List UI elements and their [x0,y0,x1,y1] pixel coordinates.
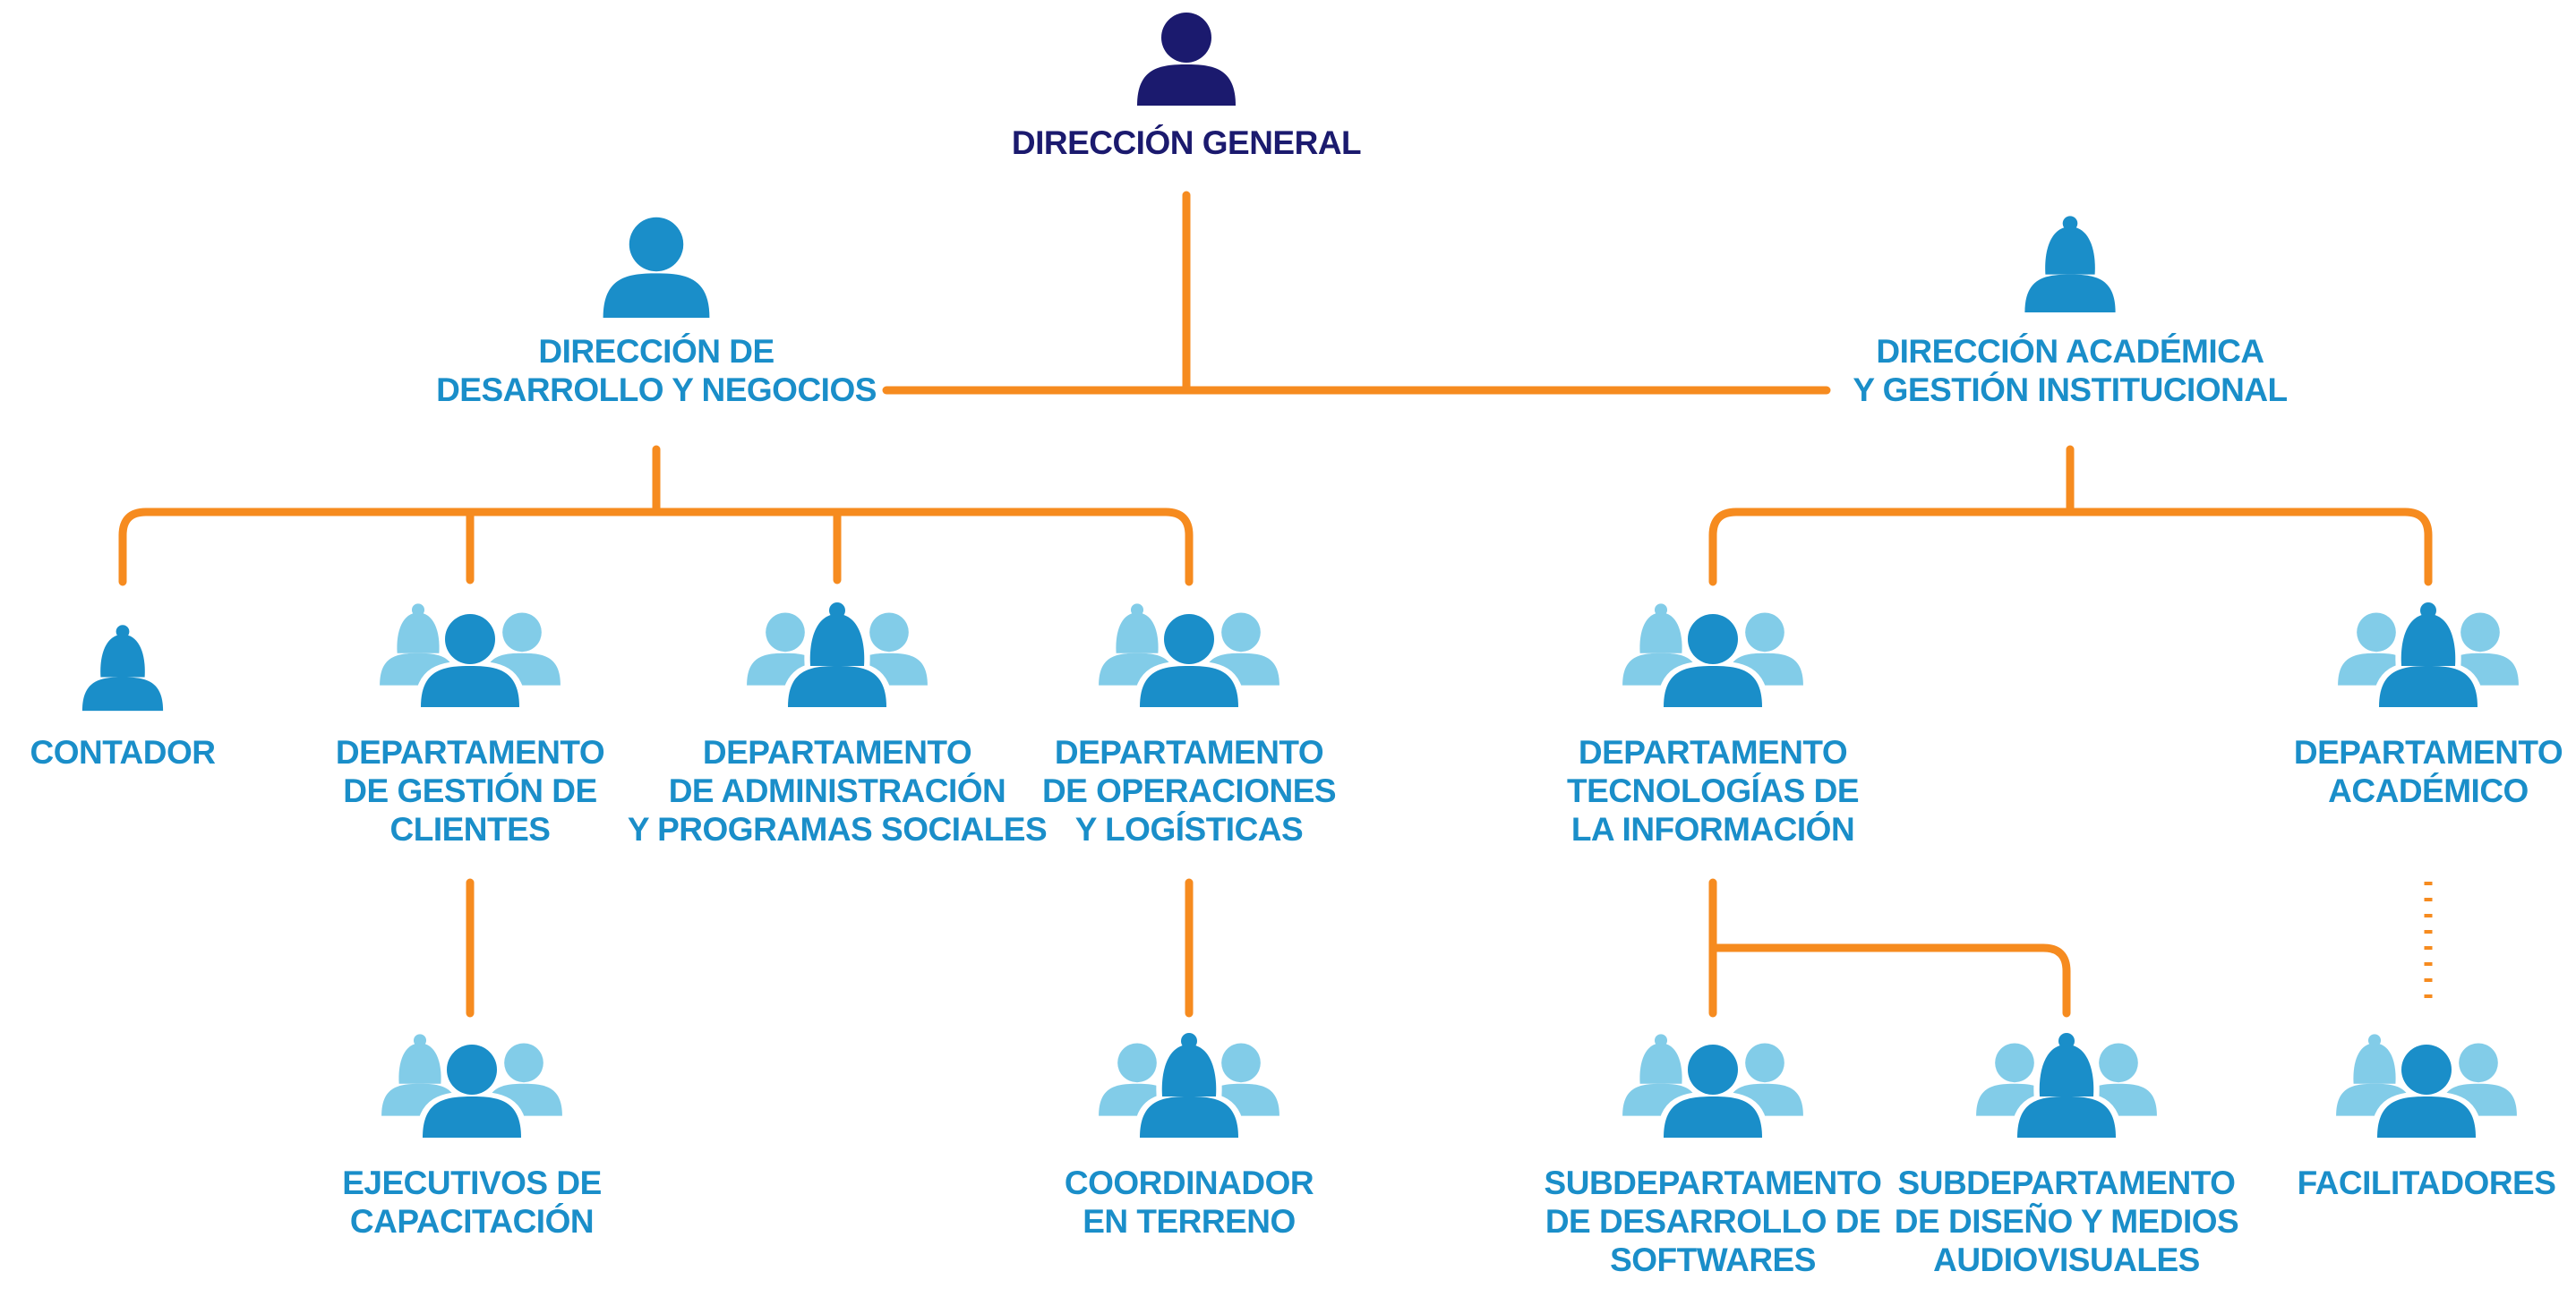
node-label-line: DE ADMINISTRACIÓN [669,772,1006,809]
node-label: FACILITADORES [2298,1165,2556,1201]
node-label: CONTADOR [30,734,215,771]
node-label-line: LA INFORMACIÓN [1571,810,1854,848]
node-label-line: Y PROGRAMAS SOCIALES [628,811,1047,848]
group-icon [2336,1034,2517,1139]
group-woman-icon [2338,600,2519,709]
node-label-line: DE GESTIÓN DE [343,772,596,809]
node-label-line: DEPARTAMENTO [1579,734,1847,771]
edge-academica-bus [1708,508,2433,586]
group-icon [380,603,561,708]
node-label-line: CONTADOR [30,734,215,771]
node-label-line: DIRECCIÓN ACADÉMICA [1876,332,2264,370]
node-label-line: DEPARTAMENTO [336,734,604,771]
node-label-line: EN TERRENO [1083,1203,1296,1240]
group-woman-icon [1099,1030,1279,1139]
node-facilitadores: FACILITADORES [2298,1034,2556,1201]
node-label-line: DE DISEÑO Y MEDIOS [1895,1202,2238,1240]
node-label-line: EJECUTIVOS DE [342,1165,602,1201]
person-icon [1137,13,1236,106]
node-label-line: TECNOLOGÍAS DE [1567,772,1859,809]
group-woman-icon [1976,1030,2157,1139]
node-label-line: COORDINADOR [1065,1165,1314,1201]
node-label-line: DE DESARROLLO DE [1545,1203,1880,1240]
node-direccion-general: DIRECCIÓN GENERAL [1012,13,1362,161]
node-label-line: DEPARTAMENTO [703,734,971,771]
node-label-line: DIRECCIÓN DE [538,332,774,370]
node-label-line: DEPARTAMENTO [1055,734,1323,771]
node-label-line: Y GESTIÓN INSTITUCIONAL [1853,371,2287,408]
node-label-line: CAPACITACIÓN [350,1202,594,1240]
node-label-line: Y LOGÍSTICAS [1075,811,1303,848]
node-label-line: DE OPERACIONES [1042,772,1336,809]
edge-to-subdepartamento-diseno [1708,943,2071,1018]
node-label-line: ACADÉMICO [2328,772,2529,809]
group-icon [381,1034,562,1139]
node-label-line: SUBDEPARTAMENTO [1545,1165,1882,1201]
group-icon [1622,1034,1803,1139]
group-woman-icon [747,600,928,709]
node-label-line: DEPARTAMENTO [2294,734,2563,771]
node-label-line: DESARROLLO Y NEGOCIOS [436,371,877,408]
node-label-line: SOFTWARES [1610,1242,1816,1278]
person-icon [603,217,710,319]
node-label-line: CLIENTES [390,811,551,848]
woman-icon [2024,216,2116,312]
woman-icon [81,625,164,712]
group-icon [1099,603,1279,708]
node-label-line: DIRECCIÓN GENERAL [1012,124,1361,161]
node-label-line: FACILITADORES [2298,1165,2556,1201]
node-label-line: SUBDEPARTAMENTO [1898,1165,2236,1201]
node-label-line: AUDIOVISUALES [1933,1242,2200,1278]
group-icon [1622,603,1803,708]
node-label: DIRECCIÓN GENERAL [1012,124,1361,161]
connector-lines [118,191,2433,1018]
node-contador: CONTADOR [30,625,216,771]
edge-desarrollo-bus [118,508,1194,586]
